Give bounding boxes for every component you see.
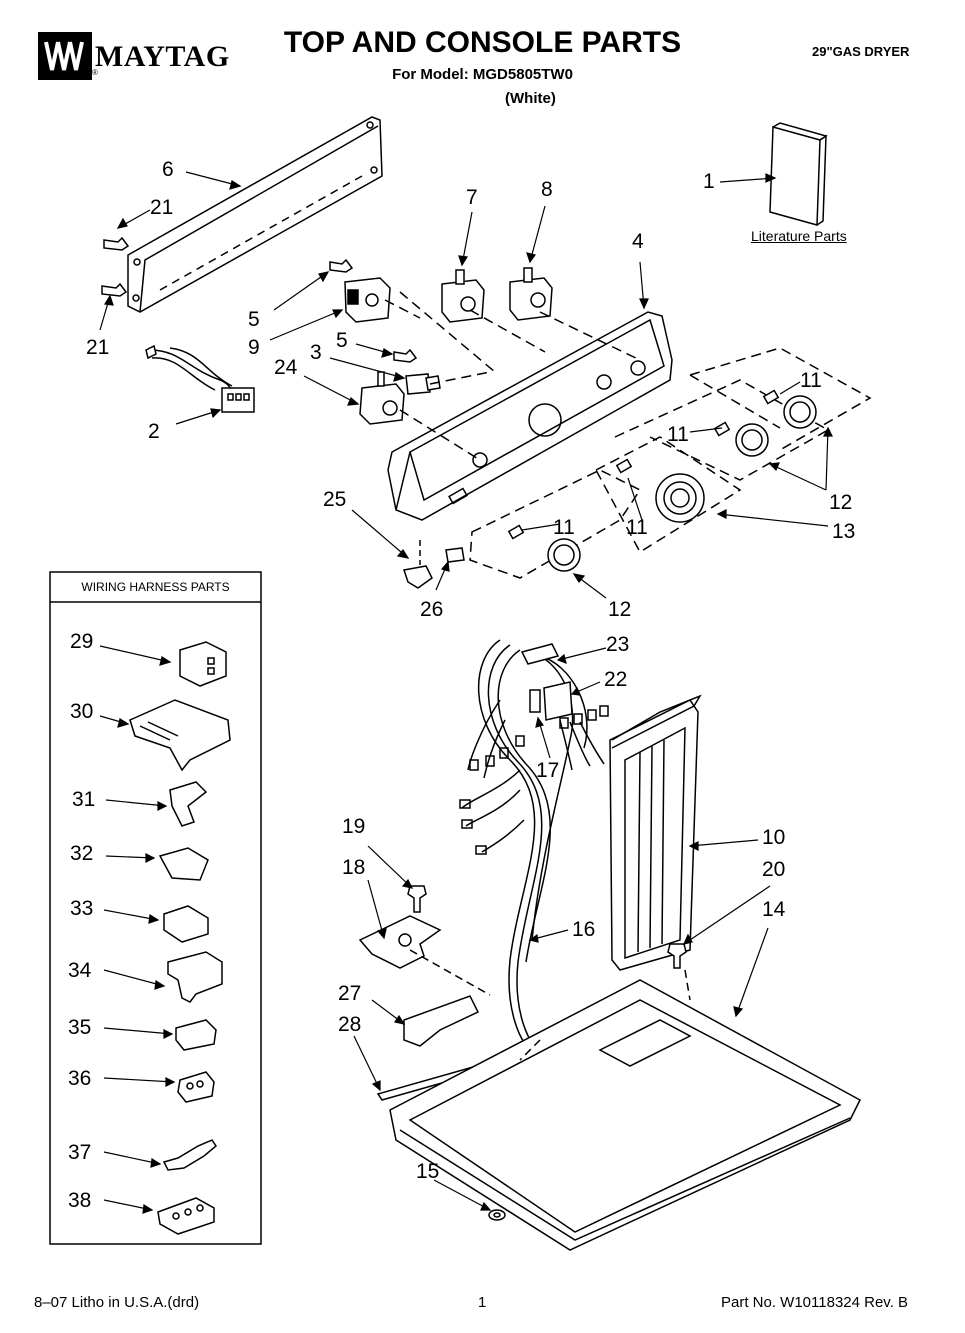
footer-part-number: Part No. W10118324 Rev. B xyxy=(721,1294,909,1311)
callout-label: 30 xyxy=(70,700,94,723)
callout-label: 25 xyxy=(323,488,347,511)
callout-label: 33 xyxy=(70,897,94,920)
callout-label: 37 xyxy=(68,1141,92,1164)
callout-label: 11 xyxy=(800,369,822,392)
callout-label: 5 xyxy=(248,308,260,331)
callout-label: 32 xyxy=(70,842,94,865)
callout-label: 13 xyxy=(832,520,856,543)
wiring-harness-title: WIRING HARNESS PARTS xyxy=(81,580,230,594)
maytag-logo-icon xyxy=(38,32,92,80)
callout-label: 19 xyxy=(342,815,366,838)
color-line: (White) xyxy=(505,90,556,107)
callout-label: 18 xyxy=(342,856,366,879)
callout-label: 11 xyxy=(553,516,575,539)
callout-label: 21 xyxy=(150,196,174,219)
callout-label: 2 xyxy=(148,420,160,443)
callout-label: 31 xyxy=(72,788,96,811)
callout-label: 9 xyxy=(248,336,260,359)
callout-label: 15 xyxy=(416,1160,440,1183)
callout-label: 11 xyxy=(626,516,648,539)
callout-label: 14 xyxy=(762,898,786,921)
product-label: 29"GAS DRYER xyxy=(812,44,910,59)
model-line: For Model: MGD5805TW0 xyxy=(392,66,573,83)
callout-label: 22 xyxy=(604,668,628,691)
callout-label: 11 xyxy=(667,423,689,446)
callout-label: 27 xyxy=(338,982,362,1005)
callout-label: 29 xyxy=(70,630,94,653)
callout-label: 34 xyxy=(68,959,92,982)
callout-label: 17 xyxy=(536,759,560,782)
callout-label: 6 xyxy=(162,158,174,181)
callout-label: 23 xyxy=(606,633,630,656)
callout-label: 36 xyxy=(68,1067,92,1090)
callout-label: 10 xyxy=(762,826,786,849)
registered-mark: ® xyxy=(92,68,98,77)
footer-litho: 8–07 Litho in U.S.A.(drd) xyxy=(34,1294,200,1311)
callout-label: 35 xyxy=(68,1016,92,1039)
callout-label: 16 xyxy=(572,918,596,941)
callout-label: 26 xyxy=(420,598,444,621)
callout-label: 4 xyxy=(632,230,644,253)
literature-parts-label: Literature Parts xyxy=(751,228,847,244)
callout-label: 24 xyxy=(274,356,298,379)
callout-label: 12 xyxy=(829,491,853,514)
callout-label: 8 xyxy=(541,178,553,201)
callout-label: 5 xyxy=(336,329,348,352)
brand-name: MAYTAG xyxy=(95,40,230,73)
footer-page-number: 1 xyxy=(478,1294,487,1311)
callout-label: 1 xyxy=(703,170,715,193)
callout-label: 12 xyxy=(608,598,632,621)
page-title: TOP AND CONSOLE PARTS xyxy=(283,26,682,59)
callout-label: 28 xyxy=(338,1013,362,1036)
callout-label: 20 xyxy=(762,858,786,881)
callout-label: 21 xyxy=(86,336,110,359)
callout-label: 38 xyxy=(68,1189,92,1212)
callout-label: 7 xyxy=(466,186,478,209)
callout-label: 3 xyxy=(310,341,322,364)
